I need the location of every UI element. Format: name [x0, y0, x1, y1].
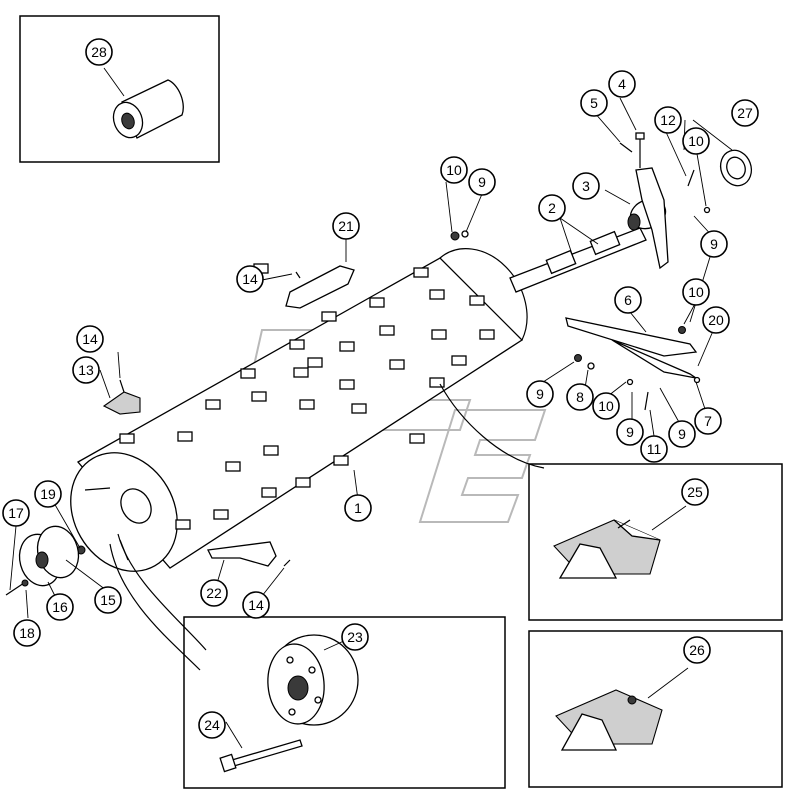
bracket-21 [285, 265, 355, 309]
callout-16: 16 [46, 593, 74, 621]
svg-text:9: 9 [710, 236, 718, 252]
svg-text:13: 13 [78, 362, 94, 378]
svg-text:18: 18 [19, 625, 35, 641]
svg-text:10: 10 [688, 133, 704, 149]
tooth-part-26 [555, 689, 663, 751]
svg-text:17: 17 [8, 505, 24, 521]
callout-24: 24 [198, 711, 226, 739]
svg-text:9: 9 [536, 386, 544, 402]
callout-12: 12 [654, 106, 682, 134]
callout-9a: 9 [468, 168, 496, 196]
svg-text:22: 22 [206, 585, 222, 601]
tooth-part-25 [553, 519, 661, 579]
svg-text:12: 12 [660, 112, 676, 128]
callout-8: 8 [566, 383, 594, 411]
callout-19: 19 [34, 480, 62, 508]
svg-text:1: 1 [354, 500, 362, 516]
callout-3: 3 [572, 172, 600, 200]
svg-text:3: 3 [582, 178, 590, 194]
svg-text:7: 7 [704, 413, 712, 429]
drum-teeth [119, 263, 495, 530]
leader-lines [9, 97, 733, 619]
svg-text:15: 15 [100, 592, 116, 608]
svg-text:27: 27 [737, 105, 753, 121]
svg-text:8: 8 [576, 389, 584, 405]
bearing-plate [619, 132, 669, 270]
svg-text:23: 23 [347, 629, 363, 645]
svg-text:19: 19 [40, 486, 56, 502]
callout-27: 27 [731, 99, 759, 127]
callout-7: 7 [694, 407, 722, 435]
callout-6: 6 [614, 286, 642, 314]
hub-16 [18, 525, 80, 587]
svg-text:14: 14 [242, 271, 258, 287]
callout-5: 5 [580, 89, 608, 117]
inset-frame-25 [528, 463, 783, 621]
svg-text:20: 20 [708, 312, 724, 328]
callout-10b: 10 [682, 127, 710, 155]
callout-14b: 14 [76, 325, 104, 353]
callout-10d: 10 [592, 392, 620, 420]
svg-text:16: 16 [52, 599, 68, 615]
callout-18: 18 [13, 619, 41, 647]
callout-9e: 9 [668, 420, 696, 448]
callout-9d: 9 [616, 418, 644, 446]
callout-26: 26 [683, 636, 711, 664]
callout-11: 11 [640, 435, 668, 463]
small-hardware [5, 169, 711, 596]
bracket-22 [207, 541, 277, 567]
svg-text:10: 10 [598, 398, 614, 414]
support-arm [565, 317, 698, 379]
inset-frame-26 [528, 630, 783, 788]
callout-9c: 9 [526, 380, 554, 408]
callout-17: 17 [2, 499, 30, 527]
leader-to-inset-25 [439, 383, 545, 469]
bolt-24 [219, 739, 303, 773]
leader-to-inset-23 [117, 533, 207, 651]
callout-14a: 14 [236, 265, 264, 293]
svg-text:10: 10 [688, 284, 704, 300]
callout-20: 20 [702, 306, 730, 334]
callout-1: 1 [344, 494, 372, 522]
svg-text:28: 28 [91, 44, 107, 60]
svg-text:26: 26 [689, 642, 705, 658]
svg-text:4: 4 [618, 76, 626, 92]
callout-13: 13 [72, 356, 100, 384]
svg-text:14: 14 [82, 331, 98, 347]
svg-text:21: 21 [338, 218, 354, 234]
flange-part-23 [267, 634, 359, 726]
svg-text:5: 5 [590, 95, 598, 111]
inset-frame-23 [183, 616, 506, 789]
callout-10c: 10 [682, 278, 710, 306]
svg-text:2: 2 [548, 200, 556, 216]
callout-10a: 10 [440, 156, 468, 184]
callout-21: 21 [332, 212, 360, 240]
svg-text:9: 9 [626, 424, 634, 440]
svg-text:25: 25 [687, 484, 703, 500]
svg-text:10: 10 [446, 162, 462, 178]
callout-2: 2 [538, 194, 566, 222]
callout-22: 22 [200, 579, 228, 607]
callout-9b: 9 [700, 230, 728, 258]
svg-text:6: 6 [624, 292, 632, 308]
inset-frame-28 [19, 15, 220, 163]
callout-15: 15 [94, 586, 122, 614]
callout-28: 28 [85, 38, 113, 66]
paddle-13 [102, 391, 141, 415]
callout-14c: 14 [242, 591, 270, 619]
svg-text:24: 24 [204, 717, 220, 733]
svg-text:14: 14 [248, 597, 264, 613]
beater-drum [70, 248, 528, 572]
bushing-part [112, 79, 184, 139]
svg-text:9: 9 [478, 174, 486, 190]
svg-text:11: 11 [647, 441, 662, 457]
callout-23: 23 [341, 623, 369, 651]
svg-text:9: 9 [678, 426, 686, 442]
callout-4: 4 [608, 70, 636, 98]
callout-25: 25 [681, 478, 709, 506]
